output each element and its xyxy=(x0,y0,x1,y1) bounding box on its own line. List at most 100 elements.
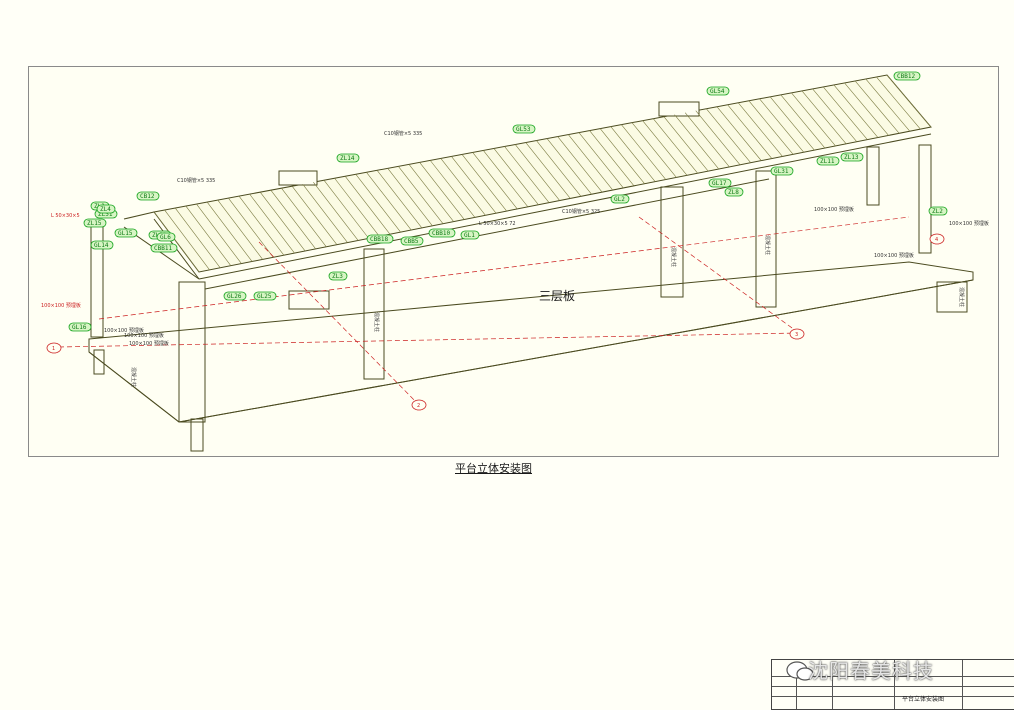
member-tag-gl14: GL14 xyxy=(90,240,114,250)
axis-bubble xyxy=(789,328,805,340)
member-tag-gl53: GL53 xyxy=(512,124,536,134)
dimension-note: L 50×30×5 72 xyxy=(479,221,516,227)
tb-divider xyxy=(894,660,895,709)
column-label: 混凝土柱 xyxy=(670,247,677,267)
tag-bubble xyxy=(893,71,921,81)
member-tag-zl15: ZL15 xyxy=(83,218,107,228)
deck-slat xyxy=(259,191,306,252)
tag-bubble xyxy=(928,206,948,216)
deck-slat xyxy=(504,146,550,203)
tag-text: CB12 xyxy=(140,193,155,200)
deck-edge xyxy=(198,133,932,280)
deck-slat xyxy=(844,82,889,136)
dimension-note: C10钢管×5 325 xyxy=(562,208,600,215)
member-tag-cbb18: CBB18 xyxy=(366,234,394,244)
deck-block xyxy=(278,170,318,186)
member-tag-zl14: ZL14 xyxy=(336,153,360,163)
deck-slat xyxy=(408,164,454,222)
member-tag-gl16: GL16 xyxy=(68,322,92,332)
column-label: 混凝土柱 xyxy=(373,312,380,332)
tag-text: ZL15 xyxy=(87,220,102,227)
deck-slat xyxy=(610,126,656,182)
deck-slat xyxy=(514,144,560,201)
deck-slat xyxy=(865,78,911,132)
deck-block xyxy=(288,290,330,310)
dimension-note: C10钢管×5 335 xyxy=(384,130,422,137)
level-label: 三层板 xyxy=(539,289,575,303)
tag-text: GL1 xyxy=(464,232,475,239)
tag-text: CBB10 xyxy=(432,230,450,237)
member-tag-gl17: GL17 xyxy=(708,178,732,188)
deck-slat xyxy=(769,96,815,151)
deck-slat xyxy=(281,187,327,247)
deck-slat xyxy=(812,88,857,142)
deck-slat xyxy=(674,114,720,170)
tb-divider xyxy=(796,676,797,709)
tag-text: ZL8 xyxy=(728,189,739,196)
axis-bubble xyxy=(411,399,427,411)
tag-text: CBB12 xyxy=(897,73,915,80)
member-tag-cbb5: CBB5 xyxy=(400,236,424,246)
axis-mark-text: 2 xyxy=(417,403,420,409)
tag-text: ZL4 xyxy=(100,206,111,213)
deck-slat xyxy=(387,168,433,226)
tag-bubble xyxy=(400,236,424,246)
axis-mark-text: 3 xyxy=(795,332,798,338)
member-tag-zl3: ZL3 xyxy=(328,271,348,281)
dimension-note: 100×100 预埋板 xyxy=(814,206,854,213)
deck-slat xyxy=(568,134,613,191)
deck-slat xyxy=(217,199,263,260)
front-beam xyxy=(204,178,770,290)
deck-slat xyxy=(355,174,401,233)
deck-slat xyxy=(419,162,465,220)
column xyxy=(755,170,777,308)
axis-bubble xyxy=(929,233,945,245)
tag-bubble xyxy=(156,232,176,242)
tag-bubble xyxy=(114,228,138,238)
deck-slat xyxy=(291,186,338,245)
drawing-caption[interactable]: 平台立体安装图 xyxy=(455,462,532,475)
column-label: 混凝土柱 xyxy=(130,367,137,387)
deck-block xyxy=(658,101,700,117)
deck-slat xyxy=(557,136,603,193)
deck-slat xyxy=(759,98,804,153)
deck-edge xyxy=(123,211,155,220)
tag-text: ZL51 xyxy=(98,211,113,218)
deck-slat xyxy=(472,152,518,210)
deck-slat xyxy=(578,132,624,189)
deck-slat xyxy=(238,195,285,256)
deck-slat xyxy=(663,116,709,172)
deck-slat xyxy=(164,209,210,271)
deck-slat xyxy=(398,166,444,224)
tag-bubble xyxy=(136,191,160,201)
deck-slat xyxy=(206,201,253,262)
axis-mark: 3 xyxy=(789,328,805,340)
tag-text: GL54 xyxy=(710,88,725,95)
axis-bubble xyxy=(46,342,62,354)
tag-bubble xyxy=(708,178,732,188)
dimension-note: L 50×30×5 xyxy=(51,213,80,219)
deck-slat xyxy=(249,193,295,254)
tag-text: GL6 xyxy=(160,234,171,241)
column-label: 混凝土柱 xyxy=(764,235,771,255)
deck-outline xyxy=(153,74,932,273)
axis-line xyxy=(638,216,800,334)
tag-text: ZL11 xyxy=(820,158,835,165)
deck-slat xyxy=(536,140,582,197)
tb-divider xyxy=(772,686,1014,687)
deck-slat xyxy=(228,197,274,258)
deck-slat xyxy=(695,110,741,166)
tb-divider xyxy=(772,696,1014,697)
deck-slat xyxy=(801,90,847,145)
deck-slat xyxy=(653,118,698,174)
axis-lines xyxy=(58,216,910,406)
tag-text: GL25 xyxy=(257,293,272,300)
deck-slat xyxy=(706,108,751,163)
deck-slat xyxy=(185,205,232,266)
column xyxy=(178,281,206,423)
tag-text: ZL14 xyxy=(340,155,355,162)
dimension-note: 100×100 预埋板 xyxy=(41,302,81,309)
tag-text: CBB18 xyxy=(370,236,388,243)
tag-bubble xyxy=(816,156,840,166)
